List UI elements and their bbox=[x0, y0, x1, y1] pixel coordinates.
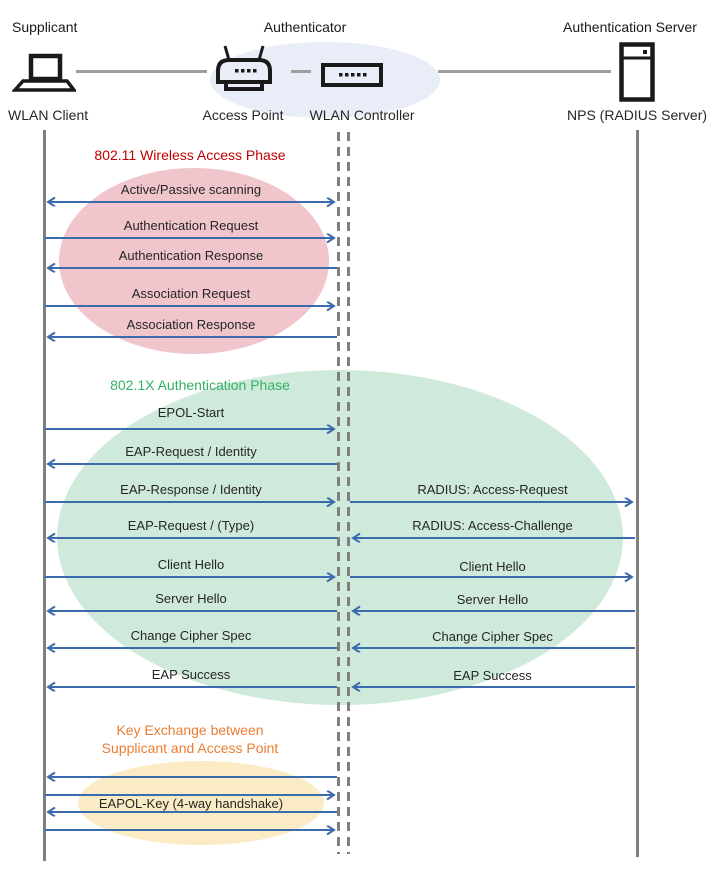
message-label: Server Hello bbox=[155, 591, 227, 606]
access-point-icon bbox=[216, 45, 272, 91]
handshake-arrow-left bbox=[45, 771, 337, 783]
message-arrow-left bbox=[45, 331, 337, 343]
message-label: EAP-Response / Identity bbox=[120, 482, 262, 497]
message-arrow-right bbox=[350, 571, 635, 583]
handshake-arrow-left bbox=[45, 806, 337, 818]
wlan-controller-icon bbox=[321, 63, 383, 87]
node-label-nps-server: NPS (RADIUS Server) bbox=[567, 107, 708, 123]
connector-controller-server bbox=[438, 70, 611, 73]
message-label: EAP Success bbox=[151, 667, 231, 682]
node-label-access-point: Access Point bbox=[202, 107, 284, 123]
message-label: Server Hello bbox=[456, 592, 529, 607]
message-label: EAP-Request / Identity bbox=[125, 444, 257, 459]
message-arrow-right bbox=[45, 496, 337, 508]
connector-ap-controller bbox=[291, 70, 311, 73]
message-arrow-left bbox=[350, 681, 635, 693]
message-label: EAP Success bbox=[453, 668, 532, 683]
message-label: Authentication Response bbox=[118, 248, 264, 263]
message-arrow-left bbox=[45, 262, 337, 274]
message-label: Client Hello bbox=[459, 559, 526, 574]
message-label: Association Request bbox=[131, 286, 251, 301]
message-label: Association Response bbox=[126, 317, 256, 332]
message-arrow-right bbox=[45, 571, 337, 583]
message-arrow-left bbox=[350, 532, 635, 544]
message-label: EPOL-Start bbox=[157, 405, 225, 420]
phase-title-key-exchange-line1: Key Exchange between bbox=[116, 722, 264, 738]
message-label: Active/Passive scanning bbox=[120, 182, 262, 197]
server-icon bbox=[619, 42, 655, 102]
node-label-wlan-controller: WLAN Controller bbox=[309, 107, 415, 123]
message-arrow-right bbox=[45, 423, 337, 435]
message-label: RADIUS: Access-Request bbox=[417, 482, 568, 497]
message-label: Client Hello bbox=[157, 557, 225, 572]
phase-title-authentication: 802.1X Authentication Phase bbox=[110, 377, 290, 393]
message-arrow-left bbox=[350, 642, 635, 654]
handshake-arrow-right bbox=[45, 824, 337, 836]
node-label-wlan-client: WLAN Client bbox=[8, 107, 89, 123]
lifeline-access-point bbox=[337, 132, 340, 854]
message-label: EAP-Request / (Type) bbox=[127, 518, 255, 533]
message-label: Authentication Request bbox=[123, 218, 259, 233]
role-authentication-server: Authentication Server bbox=[563, 19, 697, 35]
message-arrow-left bbox=[45, 605, 337, 617]
message-arrow-left bbox=[45, 642, 337, 654]
lifeline-nps-server bbox=[636, 130, 639, 857]
message-arrow-both bbox=[45, 196, 337, 208]
message-label: RADIUS: Access-Challenge bbox=[412, 518, 573, 533]
message-arrow-right bbox=[350, 496, 635, 508]
message-label: Change Cipher Spec bbox=[130, 628, 252, 643]
message-arrow-right bbox=[45, 232, 337, 244]
lifeline-wlan-controller bbox=[347, 132, 350, 854]
message-arrow-left bbox=[350, 605, 635, 617]
role-supplicant: Supplicant bbox=[12, 19, 78, 35]
handshake-arrow-right bbox=[45, 789, 337, 801]
phase-title-wireless-access: 802.11 Wireless Access Phase bbox=[94, 147, 286, 163]
key-exchange-label: EAPOL-Key (4-way handshake) bbox=[98, 796, 284, 811]
message-arrow-left bbox=[45, 532, 337, 544]
laptop-icon bbox=[12, 53, 76, 92]
role-authenticator: Authenticator bbox=[263, 19, 347, 35]
message-label: Change Cipher Spec bbox=[432, 629, 553, 644]
message-arrow-left bbox=[45, 458, 337, 470]
message-arrow-right bbox=[45, 300, 337, 312]
message-arrow-left bbox=[45, 681, 337, 693]
phase-title-key-exchange-line2: Supplicant and Access Point bbox=[101, 740, 279, 756]
lifeline-wlan-client bbox=[43, 130, 46, 861]
connector-client-ap bbox=[76, 70, 207, 73]
